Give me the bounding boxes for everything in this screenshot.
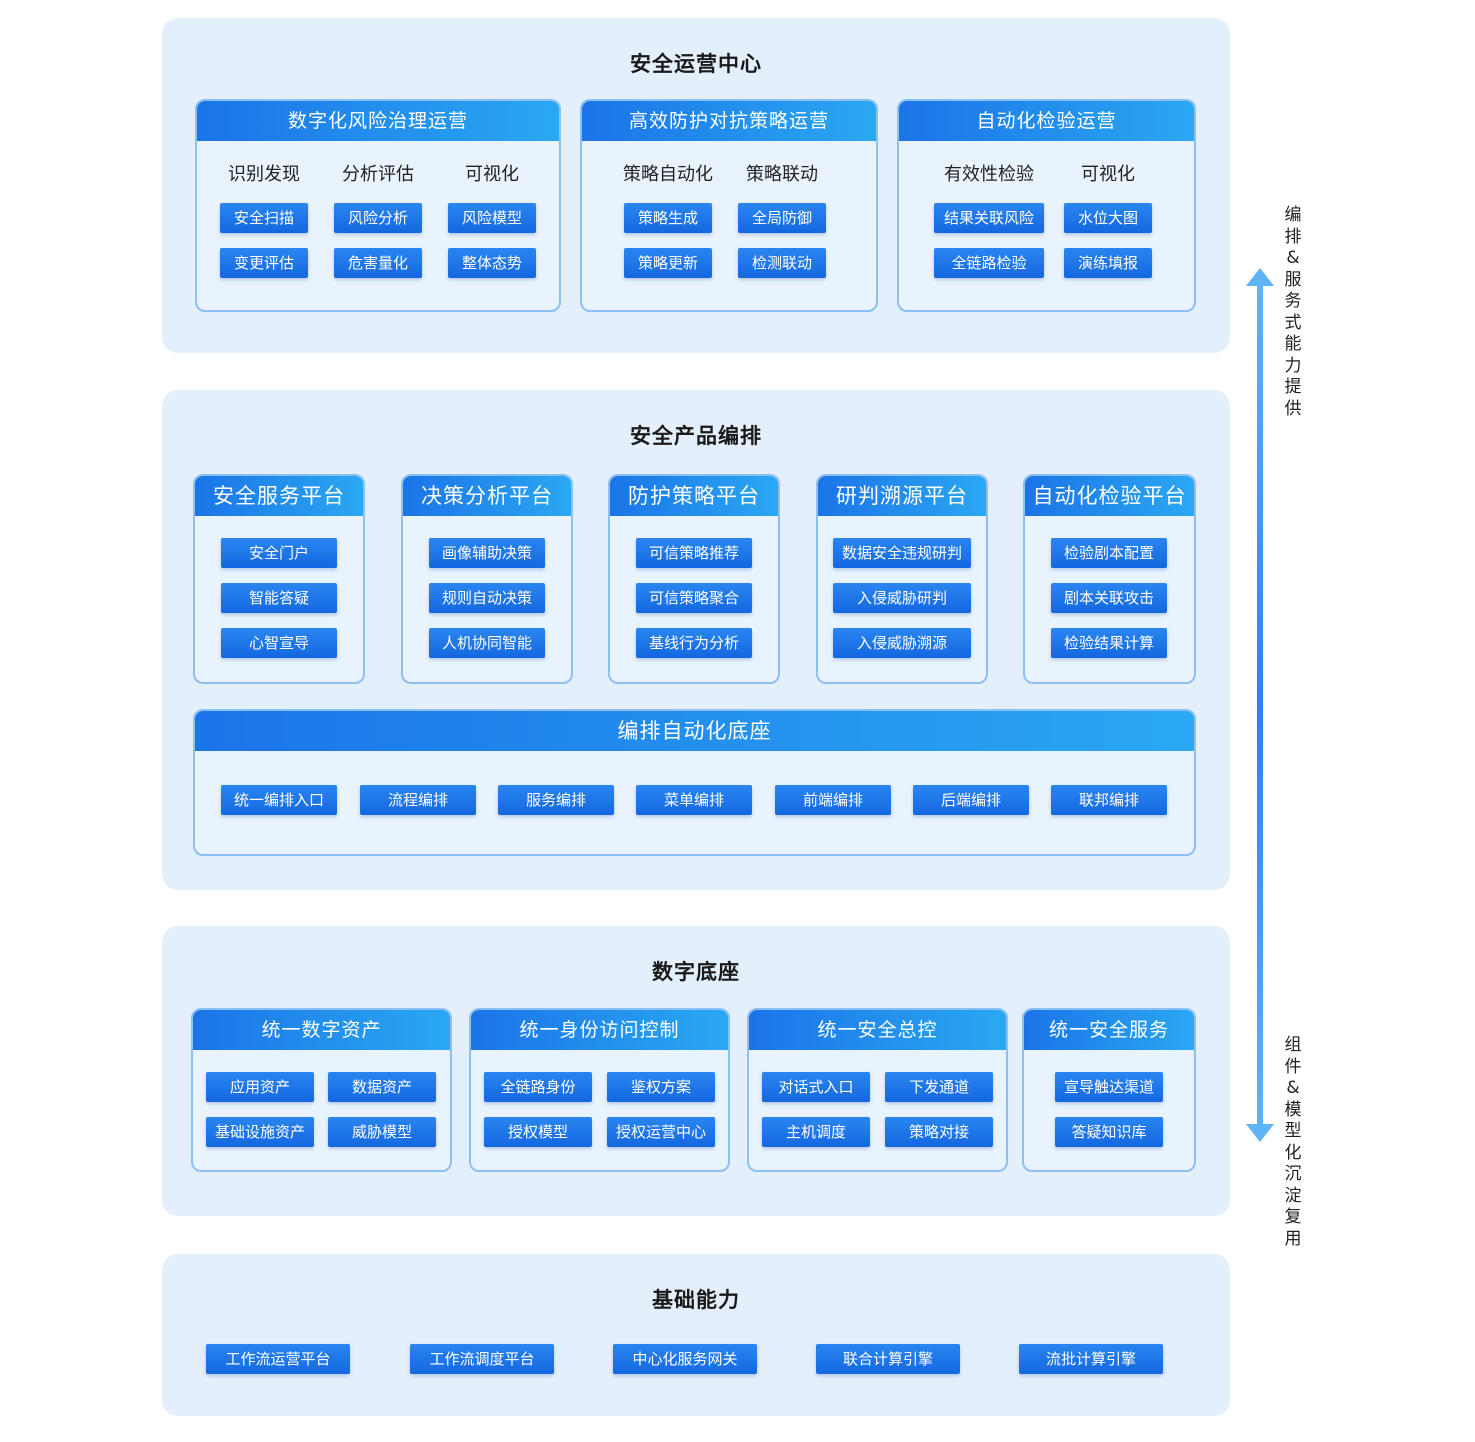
layer-title: 安全运营中心: [630, 52, 762, 76]
chip-rule-decision[interactable]: 规则自动决策: [429, 583, 545, 613]
chip-data-assets[interactable]: 数据资产: [328, 1072, 436, 1102]
chip-full-chain-identity[interactable]: 全链路身份: [484, 1072, 592, 1102]
layer-basic-capability: 基础能力: [162, 1254, 1230, 1416]
card-title: 统一数字资产: [193, 1010, 450, 1050]
chip-change-assessment[interactable]: 变更评估: [220, 248, 308, 278]
subhead-identify: 识别发现: [228, 164, 300, 185]
subhead-strategy-linkage: 策略联动: [746, 164, 818, 185]
chip-risk-model[interactable]: 风险模型: [448, 203, 536, 233]
chip-security-scan[interactable]: 安全扫描: [220, 203, 308, 233]
subhead-strategy-automation: 策略自动化: [623, 164, 713, 185]
chip-overall-posture[interactable]: 整体态势: [448, 248, 536, 278]
base-title: 编排自动化底座: [195, 711, 1194, 751]
chip-script-attack[interactable]: 剧本关联攻击: [1051, 583, 1167, 613]
chip-process-orch[interactable]: 流程编排: [360, 785, 476, 815]
chip-risk-analysis[interactable]: 风险分析: [334, 203, 422, 233]
subhead-visualize: 可视化: [465, 164, 519, 185]
chip-harm-quantify[interactable]: 危害量化: [334, 248, 422, 278]
chip-data-violation[interactable]: 数据安全违规研判: [833, 538, 971, 568]
chip-federated-compute[interactable]: 联合计算引擎: [816, 1344, 960, 1374]
chip-threat-model[interactable]: 威胁模型: [328, 1117, 436, 1147]
chip-result-calc[interactable]: 检验结果计算: [1051, 628, 1167, 658]
chip-service-gateway[interactable]: 中心化服务网关: [613, 1344, 757, 1374]
layer-title: 安全产品编排: [630, 424, 762, 448]
subhead-effectiveness: 有效性检验: [944, 164, 1034, 185]
layer-title: 基础能力: [652, 1288, 740, 1312]
chip-result-risk[interactable]: 结果关联风险: [934, 203, 1044, 233]
chip-detection-linkage[interactable]: 检测联动: [738, 248, 826, 278]
chip-trusted-recommend[interactable]: 可信策略推荐: [636, 538, 752, 568]
chip-script-config[interactable]: 检验剧本配置: [1051, 538, 1167, 568]
chip-host-scheduling[interactable]: 主机调度: [762, 1117, 870, 1147]
chip-profile-decision[interactable]: 画像辅助决策: [429, 538, 545, 568]
chip-chat-entry[interactable]: 对话式入口: [762, 1072, 870, 1102]
chip-workflow-ops[interactable]: 工作流运营平台: [206, 1344, 350, 1374]
platform-title: 安全服务平台: [195, 476, 363, 516]
card-title: 数字化风险治理运营: [197, 101, 559, 141]
chip-drill-report[interactable]: 演练填报: [1064, 248, 1152, 278]
chip-intrusion-analysis[interactable]: 入侵威胁研判: [833, 583, 971, 613]
side-label-top: 编排&服务式能力提供: [1284, 205, 1302, 419]
chip-auth-scheme[interactable]: 鉴权方案: [607, 1072, 715, 1102]
double-arrow-icon: [1246, 268, 1274, 1142]
chip-intrusion-trace[interactable]: 入侵威胁溯源: [833, 628, 971, 658]
chip-service-orch[interactable]: 服务编排: [498, 785, 614, 815]
chip-authz-model[interactable]: 授权模型: [484, 1117, 592, 1147]
chip-frontend-orch[interactable]: 前端编排: [775, 785, 891, 815]
chip-water-level-map[interactable]: 水位大图: [1064, 203, 1152, 233]
chip-mind-guide[interactable]: 心智宣导: [221, 628, 337, 658]
chip-baseline-analysis[interactable]: 基线行为分析: [636, 628, 752, 658]
platform-title: 自动化检验平台: [1025, 476, 1194, 516]
chip-stream-batch[interactable]: 流批计算引擎: [1019, 1344, 1163, 1374]
chip-workflow-schedule[interactable]: 工作流调度平台: [410, 1344, 554, 1374]
chip-dispatch-channel[interactable]: 下发通道: [885, 1072, 993, 1102]
chip-strategy-generate[interactable]: 策略生成: [624, 203, 712, 233]
chip-backend-orch[interactable]: 后端编排: [913, 785, 1029, 815]
platform-title: 决策分析平台: [403, 476, 571, 516]
chip-qa-knowledge[interactable]: 答疑知识库: [1055, 1117, 1163, 1147]
chip-full-chain-verify[interactable]: 全链路检验: [934, 248, 1044, 278]
chip-smart-qa[interactable]: 智能答疑: [221, 583, 337, 613]
platform-title: 防护策略平台: [610, 476, 778, 516]
subhead-visualize: 可视化: [1081, 164, 1135, 185]
chip-trusted-aggregate[interactable]: 可信策略聚合: [636, 583, 752, 613]
chip-security-portal[interactable]: 安全门户: [221, 538, 337, 568]
chip-global-defense[interactable]: 全局防御: [738, 203, 826, 233]
card-title: 统一安全服务: [1024, 1010, 1194, 1050]
chip-strategy-update[interactable]: 策略更新: [624, 248, 712, 278]
chip-human-machine[interactable]: 人机协同智能: [429, 628, 545, 658]
subhead-analyze: 分析评估: [342, 164, 414, 185]
chip-authz-ops-center[interactable]: 授权运营中心: [607, 1117, 715, 1147]
platform-title: 研判溯源平台: [818, 476, 986, 516]
layer-title: 数字底座: [652, 960, 740, 984]
chip-unified-entry[interactable]: 统一编排入口: [221, 785, 337, 815]
side-label-bottom: 组件&模型化沉淀复用: [1284, 1035, 1302, 1249]
orchestration-base: 编排自动化底座: [193, 709, 1196, 856]
chip-menu-orch[interactable]: 菜单编排: [636, 785, 752, 815]
chip-app-assets[interactable]: 应用资产: [206, 1072, 314, 1102]
card-title: 高效防护对抗策略运营: [582, 101, 876, 141]
chip-infra-assets[interactable]: 基础设施资产: [206, 1117, 314, 1147]
chip-federated-orch[interactable]: 联邦编排: [1051, 785, 1167, 815]
card-title: 统一身份访问控制: [471, 1010, 728, 1050]
chip-strategy-docking[interactable]: 策略对接: [885, 1117, 993, 1147]
card-title: 统一安全总控: [749, 1010, 1006, 1050]
card-title: 自动化检验运营: [899, 101, 1194, 141]
chip-outreach-channel[interactable]: 宣导触达渠道: [1055, 1072, 1163, 1102]
